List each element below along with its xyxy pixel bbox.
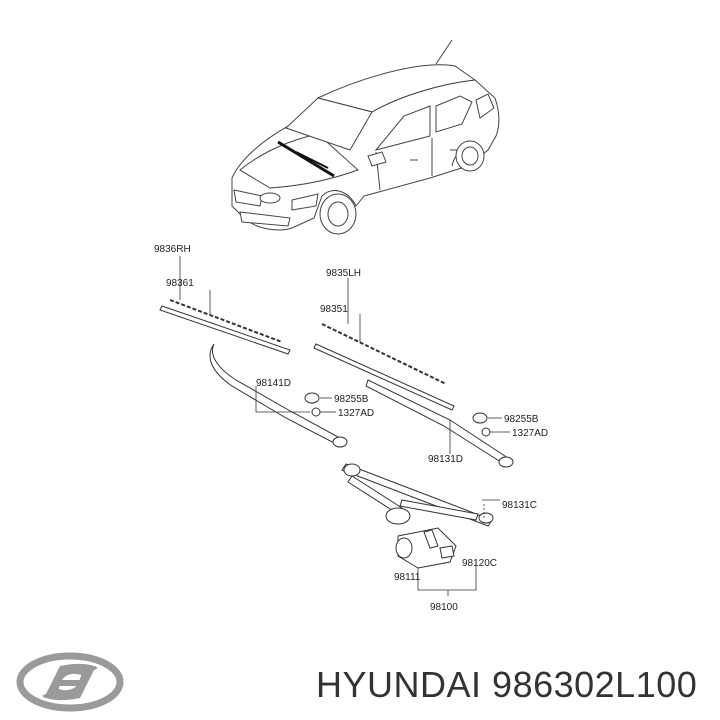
label-9835lh: 9835LH (326, 268, 361, 279)
hyundai-logo (16, 652, 124, 712)
part-number: 986302L100 (492, 664, 698, 705)
label-98120c: 98120C (462, 558, 497, 569)
label-98255b-lh: 98255B (504, 414, 539, 425)
label-98131d: 98131D (428, 454, 463, 465)
lh-arm-nut (481, 427, 491, 437)
wiper-motor (395, 527, 457, 569)
rh-arm-nut (311, 407, 321, 417)
label-9836rh: 9836RH (154, 244, 191, 255)
label-98141d: 98141D (256, 378, 291, 389)
part-caption: HYUNDAI 986302L100 (316, 660, 716, 710)
rh-wiper-arm (209, 343, 348, 448)
label-98351: 98351 (320, 304, 348, 315)
label-98100: 98100 (430, 602, 458, 613)
rh-wiper-blade (159, 299, 291, 355)
label-98255b-rh: 98255B (334, 394, 369, 405)
lh-arm-cap (472, 412, 488, 424)
label-98111: 98111 (394, 572, 421, 583)
label-1327ad-lh: 1327AD (512, 428, 548, 439)
label-98361: 98361 (166, 278, 194, 289)
label-98131c: 98131C (502, 500, 537, 511)
rh-arm-cap (304, 392, 320, 404)
wiper-linkage (341, 463, 494, 527)
lh-wiper-blade (313, 323, 455, 411)
label-1327ad-rh: 1327AD (338, 408, 374, 419)
brand-name: HYUNDAI (316, 664, 482, 705)
car-illustration (231, 39, 500, 235)
